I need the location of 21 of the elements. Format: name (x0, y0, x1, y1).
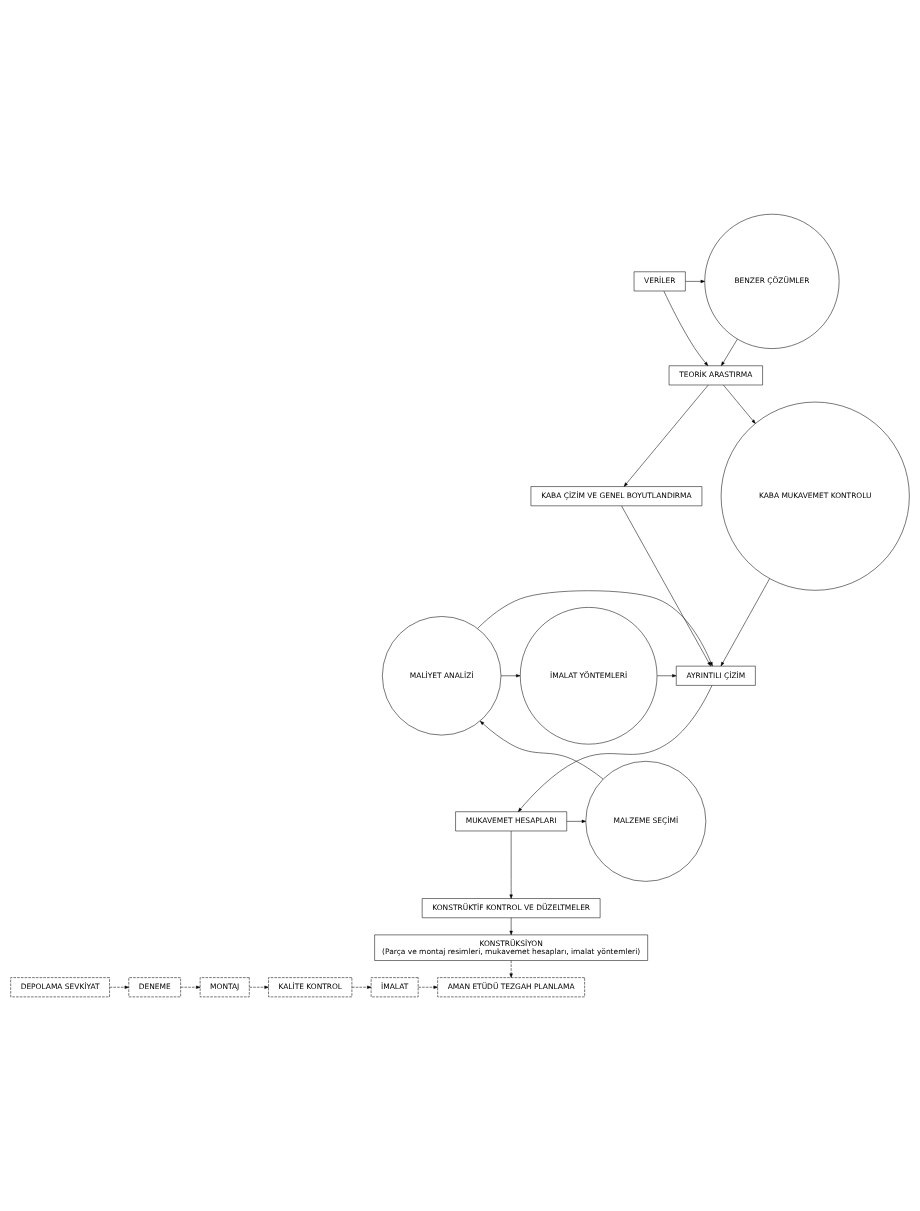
arrow (518, 685, 713, 812)
arrow (656, 674, 677, 678)
arrow (477, 590, 713, 667)
arrow (721, 338, 738, 366)
arrow (566, 819, 586, 823)
arrow (509, 960, 513, 978)
arrow (249, 985, 269, 989)
arrow (351, 985, 372, 989)
arrow (180, 985, 201, 989)
arrow (621, 505, 711, 667)
arrow (480, 720, 604, 780)
arrow (663, 290, 709, 366)
arrow (720, 578, 770, 667)
arrow (623, 384, 709, 487)
arrow (500, 674, 521, 678)
arrow (418, 985, 438, 989)
arrow (723, 384, 756, 424)
arrow (509, 917, 513, 936)
arrow (509, 830, 513, 899)
arrow (109, 985, 129, 989)
arrow (685, 279, 705, 283)
